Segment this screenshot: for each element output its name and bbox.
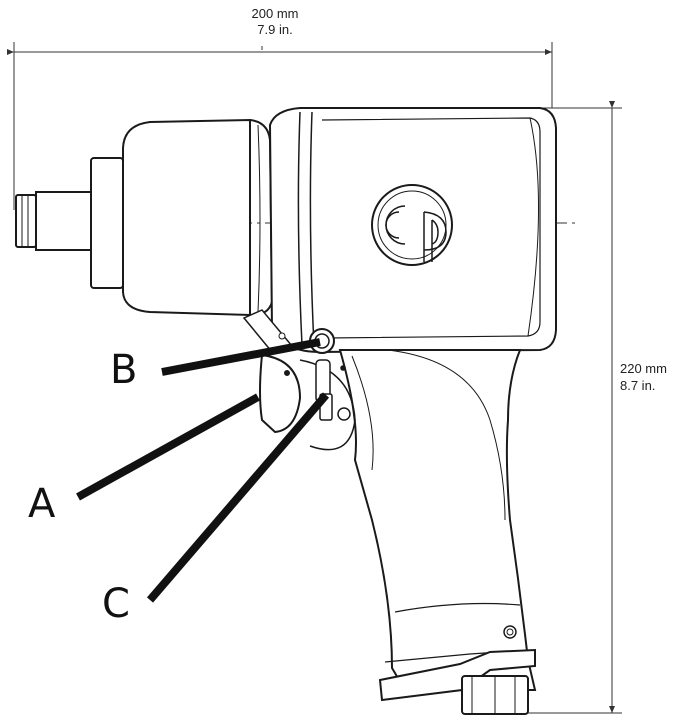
handle bbox=[338, 349, 537, 691]
width-dimension-line bbox=[7, 42, 553, 210]
leader-line-b bbox=[161, 338, 321, 376]
regulator-knob bbox=[242, 309, 335, 354]
square-drive bbox=[15, 157, 124, 289]
height-metric-label: 220 mm bbox=[620, 361, 667, 376]
width-metric-label: 200 mm bbox=[251, 6, 299, 21]
width-imperial-label: 7.9 in. bbox=[257, 22, 293, 37]
callout-c: C bbox=[102, 581, 130, 627]
height-imperial-label: 8.7 in. bbox=[620, 378, 656, 393]
air-inlet bbox=[378, 625, 536, 715]
callout-a: A bbox=[28, 481, 56, 527]
hammer-case bbox=[122, 118, 274, 317]
forward-reverse-lever bbox=[315, 359, 351, 421]
callout-b: B bbox=[110, 347, 138, 393]
motor-housing bbox=[268, 107, 557, 354]
leader-line-c bbox=[146, 392, 330, 603]
leader-line-a bbox=[76, 393, 260, 501]
cp-logo bbox=[371, 184, 453, 266]
